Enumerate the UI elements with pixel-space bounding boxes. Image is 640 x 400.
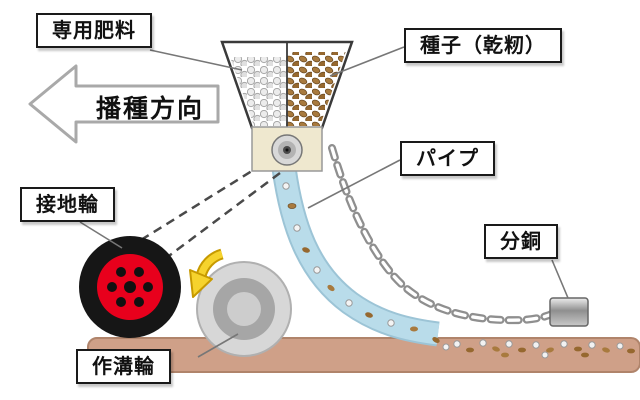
label-ground-wheel: 接地輪 (20, 187, 115, 222)
label-fertilizer: 専用肥料 (36, 13, 152, 48)
label-weight: 分銅 (484, 224, 558, 259)
weight (549, 297, 589, 327)
label-pipe: パイプ (400, 141, 495, 176)
furrow-roller (196, 261, 292, 357)
metering-box (251, 126, 323, 172)
pipe-inner (273, 166, 440, 345)
drive-belt (111, 154, 293, 284)
hopper (220, 40, 354, 130)
rotation-arrow-icon (189, 248, 224, 298)
label-seeds: 種子（乾籾） (404, 28, 562, 63)
leader-lines (79, 46, 569, 358)
label-furrow-wheel: 作溝輪 (76, 349, 171, 384)
ground-wheel (79, 236, 181, 338)
label-direction: 播種方向 (95, 94, 204, 123)
pipe-seeds (282, 182, 450, 351)
chain (328, 144, 561, 325)
direction-arrow (28, 64, 220, 144)
ground-seeds (453, 339, 635, 359)
